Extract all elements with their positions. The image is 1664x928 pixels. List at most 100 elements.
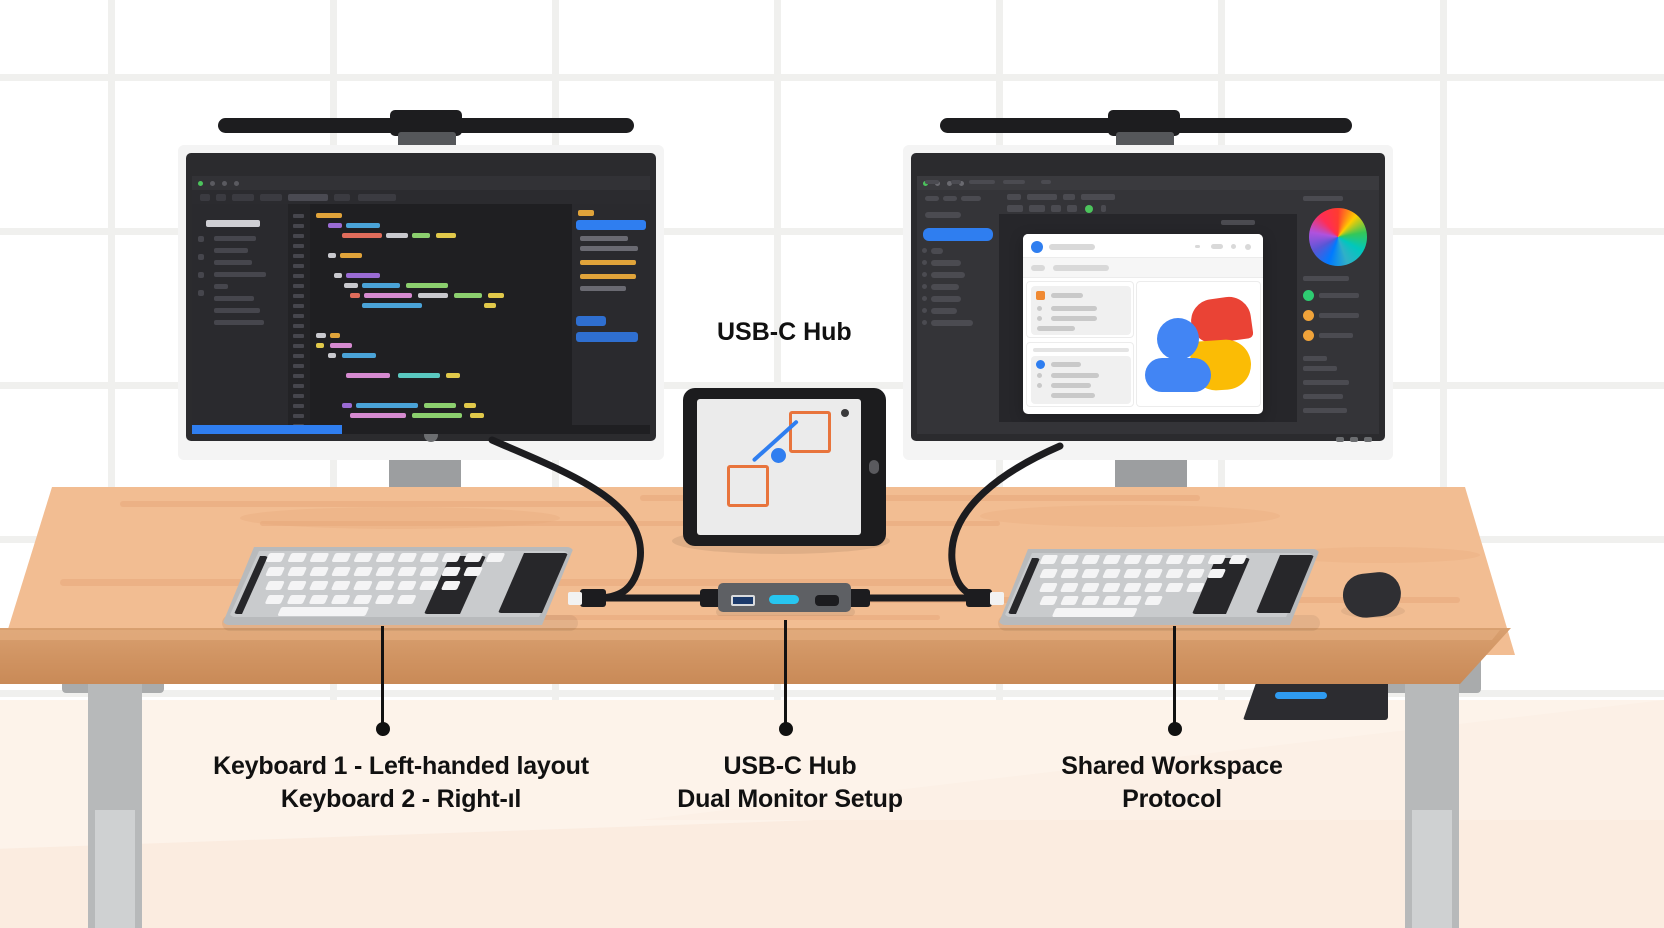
ide-sidebar-item[interactable]: [214, 272, 266, 277]
usb-c-hub-floating-label: USB-C Hub: [717, 318, 852, 346]
diagram-connector-handle[interactable]: [771, 448, 786, 463]
mockup-card-top[interactable]: [1026, 281, 1134, 338]
usb-c-hub-shadow: [716, 608, 855, 616]
color-swatch-orange-1[interactable]: [1303, 310, 1314, 321]
ide-right-selected-row[interactable]: [576, 220, 646, 230]
hub-plug-right: [846, 589, 870, 607]
design-layer-page[interactable]: [925, 212, 961, 218]
diagram-node-square-right[interactable]: [789, 411, 831, 453]
ide-sidebar-item[interactable]: [214, 236, 256, 241]
mockup-breadcrumb: [1031, 265, 1045, 271]
design-mockup-frame[interactable]: [1023, 234, 1263, 414]
ide-line-number-gutter: [288, 204, 310, 434]
hub-hdmi-port[interactable]: [815, 595, 839, 606]
color-swatch-green[interactable]: [1303, 290, 1314, 301]
design-canvas[interactable]: [999, 214, 1297, 422]
design-layer-item[interactable]: [931, 260, 961, 266]
mockup-topbar-icon[interactable]: [1211, 244, 1223, 249]
design-layer-selected[interactable]: [923, 228, 993, 241]
ide-tab-3[interactable]: [232, 194, 254, 201]
ide-tab-active[interactable]: [288, 194, 328, 201]
design-layer-item[interactable]: [931, 308, 957, 314]
design-layer-item[interactable]: [931, 272, 965, 278]
ide-right-row-warning[interactable]: [580, 260, 636, 265]
design-tool-button[interactable]: [1051, 205, 1061, 212]
design-menu-item[interactable]: [1027, 194, 1057, 200]
callout-hub-leader-dot: [779, 722, 793, 736]
ide-sidebar-icon[interactable]: [198, 290, 204, 296]
color-swatch-orange-2[interactable]: [1303, 330, 1314, 341]
design-layer-icon: [922, 248, 927, 253]
ide-sidebar-item[interactable]: [214, 320, 264, 325]
design-tool-button[interactable]: [1067, 205, 1077, 212]
left-monitor-screen[interactable]: [192, 176, 650, 434]
design-layer-item[interactable]: [931, 284, 959, 290]
design-layer-icon: [922, 296, 927, 301]
ide-right-chip[interactable]: [576, 316, 606, 326]
ide-window-dot-green[interactable]: [198, 181, 203, 186]
ide-sidebar-item[interactable]: [214, 260, 252, 265]
callout-shared-line-2: Protocol: [1122, 785, 1222, 813]
mockup-topbar-icon[interactable]: [1245, 244, 1251, 250]
design-menu-item[interactable]: [1063, 194, 1075, 200]
mockup-preview-panel[interactable]: [1136, 281, 1261, 407]
people-logo-head: [1157, 318, 1199, 360]
design-menu-item[interactable]: [1007, 194, 1021, 200]
callout-keyboards: Keyboard 1 - Left-handed layout Keyboard…: [101, 750, 701, 816]
mockup-topbar-icon[interactable]: [1231, 244, 1236, 249]
tablet-power-button[interactable]: [869, 460, 879, 474]
ide-right-row[interactable]: [580, 246, 638, 251]
design-properties-panel[interactable]: [1297, 190, 1379, 422]
design-menu-item[interactable]: [1081, 194, 1115, 200]
keyboard-right-keycaps[interactable]: [998, 549, 1328, 627]
ide-tab-2[interactable]: [216, 194, 226, 201]
ide-sidebar-item[interactable]: [214, 308, 260, 313]
mockup-row-bullet: [1037, 373, 1042, 378]
ide-sidebar-item[interactable]: [214, 284, 228, 289]
design-tool-button[interactable]: [1029, 205, 1045, 212]
tablet-screen[interactable]: [697, 399, 861, 535]
design-tool-button[interactable]: [1101, 205, 1106, 212]
code-editor-app: [192, 176, 650, 434]
ide-right-panel[interactable]: [572, 204, 650, 434]
diagram-node-square-left[interactable]: [727, 465, 769, 507]
people-logo-icon: [1145, 294, 1254, 393]
ide-right-chip[interactable]: [576, 332, 638, 342]
mockup-card-bottom[interactable]: [1026, 342, 1134, 407]
design-layer-item[interactable]: [931, 296, 961, 302]
design-titlebar: [917, 176, 1379, 190]
ide-sidebar-icon[interactable]: [198, 236, 204, 242]
design-layer-item[interactable]: [931, 248, 943, 254]
under-desk-pc[interactable]: [1243, 680, 1388, 720]
ide-sidebar-icon[interactable]: [198, 272, 204, 278]
ide-sidebar-item[interactable]: [214, 248, 248, 253]
ide-right-row[interactable]: [580, 286, 626, 291]
mockup-row-line: [1051, 293, 1083, 298]
ide-code-area[interactable]: [288, 204, 572, 434]
hub-usb-c-port[interactable]: [769, 595, 799, 604]
callout-hub-line-1: USB-C Hub: [723, 752, 857, 780]
right-monitor-screen[interactable]: [917, 176, 1379, 434]
ide-tab-5[interactable]: [334, 194, 350, 201]
design-layers-panel[interactable]: [917, 190, 999, 422]
color-wheel-icon[interactable]: [1309, 208, 1367, 266]
mockup-row-bullet: [1037, 383, 1042, 388]
ide-tab-4[interactable]: [260, 194, 282, 201]
ide-tab-1[interactable]: [200, 194, 210, 201]
design-window-dot-3: [959, 181, 964, 186]
design-layer-item[interactable]: [931, 320, 973, 326]
ide-tab-6[interactable]: [358, 194, 396, 201]
design-tool-play-button[interactable]: [1085, 205, 1093, 213]
design-layers-header: [925, 196, 939, 201]
right-keyboard-plug-tip: [990, 592, 1004, 605]
hub-usb-a-port[interactable]: [731, 595, 755, 606]
mockup-topbar-icon[interactable]: [1195, 245, 1200, 248]
ide-right-row-warning[interactable]: [580, 274, 636, 279]
ide-sidebar-icon[interactable]: [198, 254, 204, 260]
callout-keyboards-line-1: Keyboard 1 - Left-handed layout: [213, 752, 589, 780]
ide-sidebar-item[interactable]: [214, 296, 254, 301]
ide-sidebar[interactable]: [192, 204, 288, 434]
keyboard-left-keycaps[interactable]: [222, 547, 582, 627]
ide-right-row[interactable]: [580, 236, 628, 241]
design-tool-button[interactable]: [1007, 205, 1023, 212]
